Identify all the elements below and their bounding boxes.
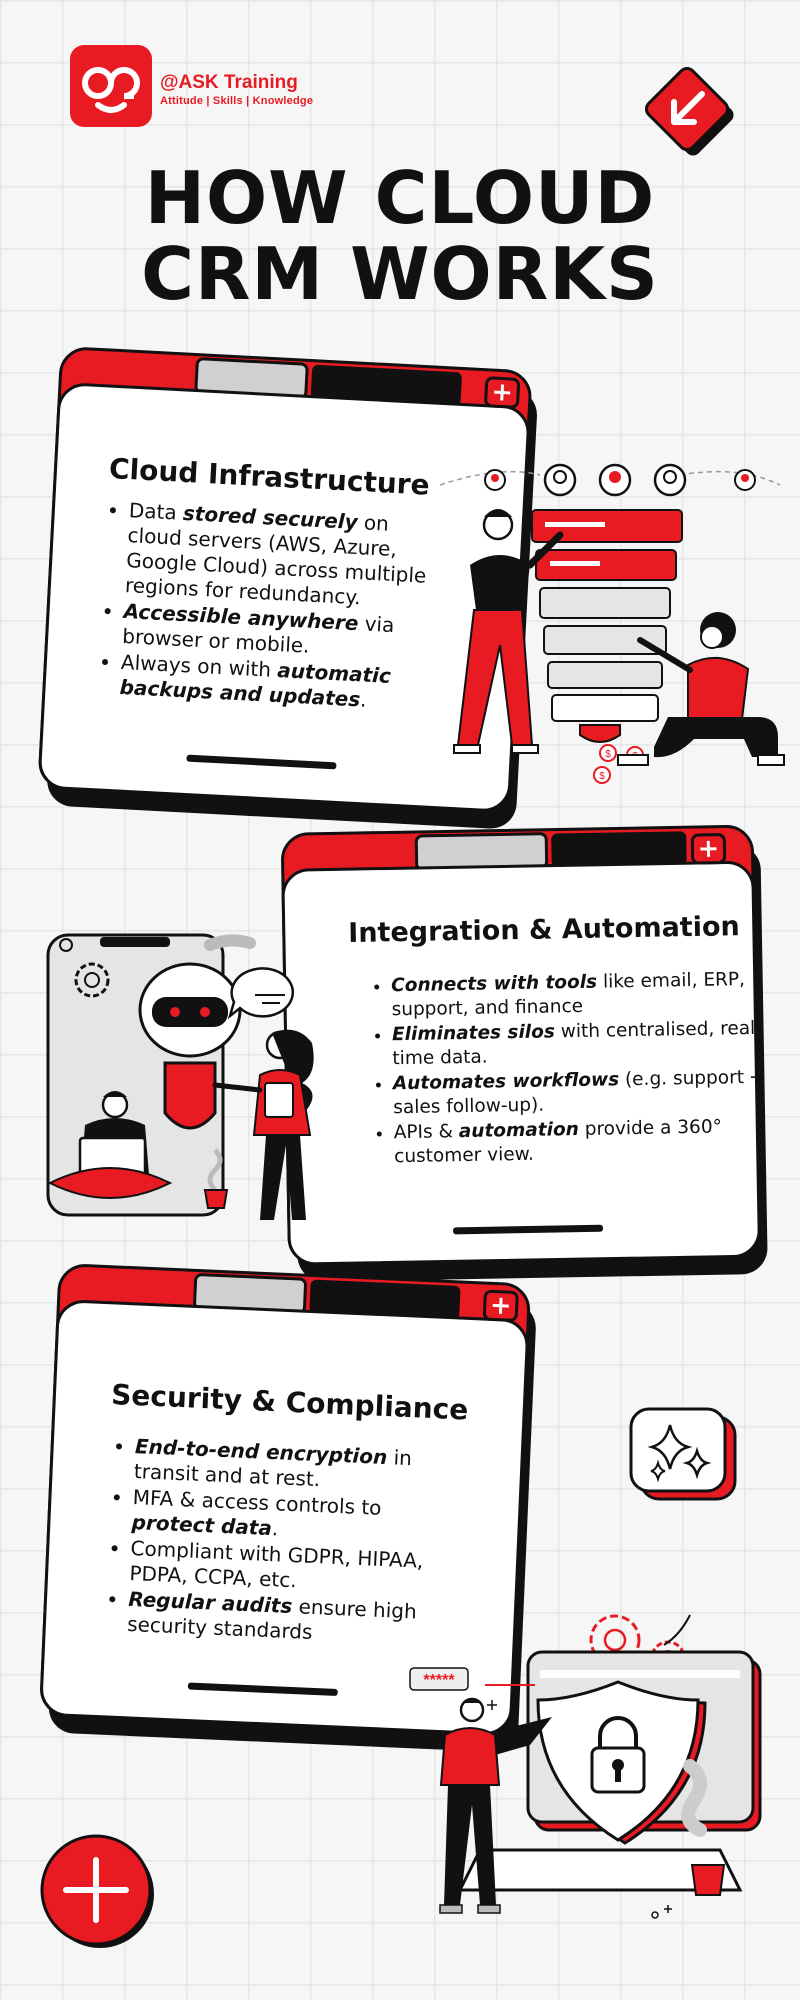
page-title-line2: CRM WORKS xyxy=(141,232,659,316)
person-laptop xyxy=(47,1091,173,1199)
user-avatar-icon xyxy=(734,469,756,491)
user-avatar-icon xyxy=(598,463,632,497)
gear-icon xyxy=(74,962,110,998)
password-bubble: ***** xyxy=(409,1667,469,1691)
security-illustration: ***** xyxy=(409,1614,762,1919)
card-security-compliance xyxy=(40,1264,536,1752)
ask-logo-icon xyxy=(82,67,140,113)
user-avatar-icon xyxy=(484,469,506,491)
bullet-list: Connects with tools like email, ERP, sup… xyxy=(349,968,772,1170)
person-left xyxy=(453,509,564,754)
person-security xyxy=(439,1697,552,1914)
section-cloud-infrastructure: Cloud Infrastructure Data stored securel… xyxy=(97,452,450,717)
padlock-icon xyxy=(590,1716,646,1794)
bullet-item: Eliminates silos with centralised, real-… xyxy=(392,1017,771,1072)
card-cloud-infrastructure xyxy=(38,347,537,829)
card-integration-automation xyxy=(281,825,768,1282)
dollar-icon: $ xyxy=(599,744,617,762)
funnel-illustration: $ $ $ xyxy=(439,463,785,784)
arrow-down-left-icon xyxy=(644,66,734,156)
bullet-item: Automates workflows (e.g. support → sale… xyxy=(393,1066,772,1121)
bullet-item: Connects with tools like email, ERP, sup… xyxy=(391,968,770,1023)
brand-name: @ASK Training xyxy=(160,72,298,93)
brand-logo xyxy=(70,45,152,127)
plus-icon xyxy=(482,1289,519,1322)
section-title: Integration & Automation xyxy=(348,911,740,949)
plus-icon xyxy=(690,833,727,865)
plus-circle-icon xyxy=(40,1834,154,1948)
page-title-line1: HOW CLOUD xyxy=(144,156,656,240)
section-integration-automation: Integration & Automation Connects with t… xyxy=(348,911,772,1171)
dollar-icon: $ xyxy=(593,766,611,784)
bullet-item: APIs & automation provide a 360° custome… xyxy=(394,1115,773,1170)
robot-illustration xyxy=(46,933,314,1220)
user-avatar-icon xyxy=(543,463,577,497)
svg-text:*****: ***** xyxy=(423,1672,455,1689)
svg-text:$: $ xyxy=(605,749,611,760)
plus-icon xyxy=(484,376,521,409)
svg-text:$: $ xyxy=(599,771,605,782)
brand-tagline: Attitude | Skills | Knowledge xyxy=(160,95,314,107)
sparkle-icon xyxy=(629,1407,737,1501)
person-woman xyxy=(212,1029,314,1220)
person-right xyxy=(617,612,785,766)
user-avatar-icon xyxy=(653,463,687,497)
bullet-item: Data stored securely on cloud servers (A… xyxy=(124,498,447,615)
bullet-list: Data stored securely on cloud servers (A… xyxy=(97,497,447,717)
